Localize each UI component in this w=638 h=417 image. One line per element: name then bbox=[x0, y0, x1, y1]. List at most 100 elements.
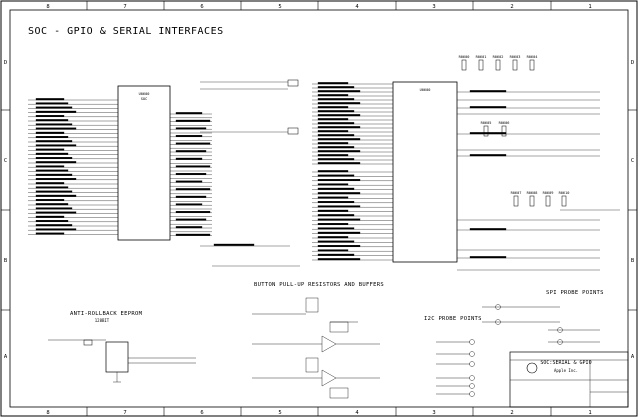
col-label-top: 8 bbox=[46, 4, 49, 10]
net-label-mark bbox=[213, 243, 255, 246]
net-label-mark bbox=[175, 218, 207, 221]
net-label-mark bbox=[317, 86, 355, 89]
net-label-mark bbox=[317, 130, 349, 133]
net-label-mark bbox=[317, 146, 355, 149]
resistor-ref: R0602 bbox=[493, 55, 504, 59]
resistor-symbol bbox=[461, 59, 467, 71]
net-label-mark bbox=[317, 253, 355, 256]
soc-symbol bbox=[117, 85, 171, 241]
button-pullups-title: BUTTON PULL-UP RESISTORS AND BUFFERS bbox=[254, 282, 384, 288]
net-label-mark bbox=[35, 136, 69, 138]
net-label-mark bbox=[175, 165, 211, 168]
resistor-symbol bbox=[478, 59, 484, 71]
net-label-mark bbox=[35, 119, 69, 122]
net-label-mark bbox=[317, 231, 361, 234]
i2c-probe-points bbox=[436, 339, 475, 397]
soc-symbol-right bbox=[392, 81, 458, 263]
net-label-mark bbox=[317, 98, 355, 101]
net-label-mark bbox=[175, 173, 207, 175]
net-label-mark bbox=[317, 114, 361, 117]
net-label-mark bbox=[175, 226, 203, 229]
row-label-right: C bbox=[631, 158, 634, 164]
net-label-mark bbox=[317, 154, 349, 157]
col-label-bottom: 4 bbox=[355, 410, 359, 416]
net-label-mark bbox=[35, 220, 69, 222]
net-label-mark bbox=[317, 118, 349, 121]
title-block-heading: SOC:SERIAL & GPIO bbox=[540, 360, 591, 366]
net-label-mark bbox=[317, 162, 361, 165]
net-label-mark bbox=[35, 203, 69, 206]
title-block-company: Apple Inc. bbox=[554, 368, 578, 373]
col-label-bottom: 1 bbox=[588, 410, 591, 416]
resistor-ref: R0605 bbox=[481, 121, 492, 125]
net-label-mark bbox=[469, 90, 507, 93]
net-label-mark bbox=[317, 102, 361, 105]
net-label-mark bbox=[175, 135, 203, 137]
col-label-bottom: 2 bbox=[510, 410, 513, 416]
net-label-mark bbox=[35, 190, 73, 193]
net-label-mark bbox=[175, 188, 211, 191]
column-labels: 8 7 6 5 4 3 2 1 8 7 6 5 4 3 2 1 bbox=[46, 4, 591, 416]
net-label-mark bbox=[175, 203, 203, 206]
right-net-lines bbox=[457, 90, 620, 271]
left-net-lines bbox=[28, 98, 118, 235]
resistor-symbol bbox=[483, 125, 489, 137]
resistor-ref: R0610 bbox=[559, 191, 570, 195]
col-label-top: 1 bbox=[588, 4, 591, 10]
i2c-probe-title: I2C PROBE POINTS bbox=[424, 316, 482, 322]
col-label-top: 7 bbox=[123, 4, 126, 10]
net-label-mark bbox=[35, 144, 77, 147]
soc-right-block: U0600 bbox=[392, 81, 458, 263]
net-label-mark bbox=[317, 236, 349, 239]
resistor-ref: R0608 bbox=[527, 191, 538, 195]
net-label-mark bbox=[317, 138, 361, 141]
net-label-mark bbox=[317, 218, 361, 221]
soc-right-side-nets bbox=[170, 112, 212, 236]
net-label-mark bbox=[317, 201, 355, 203]
net-label-mark bbox=[317, 209, 349, 212]
net-label-mark bbox=[35, 194, 77, 197]
net-label-mark bbox=[175, 142, 211, 145]
resistor-ref: R0601 bbox=[476, 55, 487, 59]
net-label-mark bbox=[317, 174, 355, 177]
net-label-mark bbox=[317, 94, 349, 97]
net-label-mark bbox=[317, 223, 349, 225]
net-label-mark bbox=[175, 195, 207, 198]
net-label-mark bbox=[469, 106, 507, 109]
row-label-right: A bbox=[631, 354, 635, 360]
resistor-ref: R0600 bbox=[459, 55, 470, 59]
button-buffers bbox=[252, 297, 380, 399]
net-label-mark bbox=[317, 142, 349, 145]
spi-probe-title: SPI PROBE POINTS bbox=[546, 290, 604, 296]
resistor-symbol bbox=[529, 195, 535, 207]
net-label-mark bbox=[175, 127, 207, 130]
resistor-ref: R0604 bbox=[527, 55, 538, 59]
net-label-mark bbox=[35, 157, 73, 159]
row-label-left: D bbox=[4, 60, 7, 66]
col-label-bottom: 7 bbox=[123, 410, 126, 416]
net-label-mark bbox=[317, 205, 361, 208]
net-label-mark bbox=[317, 110, 355, 113]
net-label-mark bbox=[317, 134, 355, 137]
net-label-mark bbox=[317, 249, 349, 252]
anti-rollback-title: ANTI-ROLLBACK EEPROM bbox=[70, 311, 143, 317]
net-label-mark bbox=[317, 240, 355, 243]
row-label-right: D bbox=[631, 60, 634, 66]
net-label-mark bbox=[469, 256, 507, 259]
net-label-mark bbox=[317, 150, 361, 153]
resistor-ref: R0609 bbox=[543, 191, 554, 195]
row-label-right: B bbox=[631, 258, 635, 264]
net-label-mark bbox=[35, 178, 77, 180]
resistor-symbol bbox=[501, 125, 507, 137]
resistor-ref: R0607 bbox=[511, 191, 522, 195]
resistor-ref: R0603 bbox=[510, 55, 521, 59]
net-label-mark bbox=[175, 211, 211, 213]
net-label-mark bbox=[35, 186, 69, 189]
soc-right-ref: U0600 bbox=[420, 88, 431, 92]
center-net-lines bbox=[200, 81, 393, 267]
col-label-top: 6 bbox=[200, 4, 203, 10]
net-label-mark bbox=[35, 169, 69, 172]
net-label-mark bbox=[317, 192, 361, 195]
